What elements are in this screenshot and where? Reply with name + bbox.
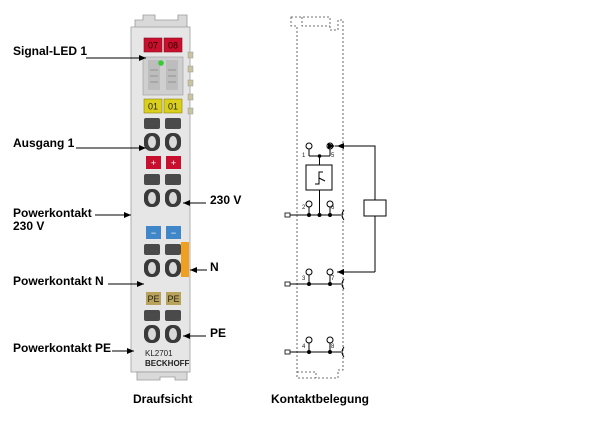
- label-powerkontakt-230-line2: 230 V: [13, 219, 45, 233]
- brand-label: BECKHOFF: [145, 359, 190, 368]
- clamp-pair-2: [144, 174, 181, 207]
- orange-tab: [181, 242, 189, 277]
- led-07: [143, 37, 163, 53]
- contact-1: [305, 142, 313, 150]
- caption-kontaktbelegung: Kontaktbelegung: [271, 392, 369, 406]
- minus-row: − −: [146, 226, 181, 239]
- clamp-pair-4: [144, 310, 181, 343]
- contact-5-number: 5: [331, 153, 335, 159]
- pe-left-label: PE: [147, 294, 159, 304]
- led-01-left-label: 01: [148, 102, 158, 112]
- label-powerkontakt-pe: Powerkontakt PE: [13, 341, 112, 355]
- led-08-label: 08: [168, 41, 178, 51]
- contact-8-number: 8: [331, 344, 335, 350]
- minus-left-label: −: [151, 228, 156, 238]
- label-powerkontakt-n: Powerkontakt N: [13, 274, 104, 288]
- led-08: [163, 37, 183, 53]
- plus-left-label: +: [151, 158, 156, 168]
- contact-3-number: 3: [302, 276, 306, 282]
- label-ausgang: Ausgang 1: [13, 136, 75, 150]
- clamp-pair-3: [144, 244, 181, 277]
- caption-draufsicht: Draufsicht: [133, 392, 193, 406]
- contact-1-number: 1: [302, 153, 306, 159]
- plus-row: + +: [146, 156, 181, 169]
- pe-right-label: PE: [167, 294, 179, 304]
- label-n: N: [210, 260, 219, 274]
- contact-4-number: 4: [302, 344, 306, 350]
- load-box: [363, 199, 387, 217]
- signal-led-row: 07 08: [143, 37, 183, 53]
- plus-right-label: +: [171, 158, 176, 168]
- terminal-outline: [290, 16, 344, 379]
- led-window: [142, 56, 184, 96]
- clamp-pair-1: [144, 118, 181, 151]
- contact-5: [326, 142, 334, 150]
- label-signal-led: Signal-LED 1: [13, 44, 88, 58]
- contact-6-number: 6: [331, 205, 335, 211]
- output-led-row: 01 01: [143, 98, 183, 114]
- model-label: KL2701: [145, 349, 173, 358]
- green-run-led: [158, 60, 164, 66]
- pe-row: PE PE: [146, 292, 181, 305]
- callout-arrows: [76, 55, 207, 354]
- led-07-label: 07: [148, 41, 158, 51]
- label-powerkontakt-230-line1: Powerkontakt: [13, 206, 92, 220]
- label-pe: PE: [210, 326, 227, 340]
- label-230v: 230 V: [210, 193, 242, 207]
- contact-7-number: 7: [331, 276, 335, 282]
- contact-schematic: 1 5 2 6 3 7: [284, 16, 387, 379]
- led-01-right-label: 01: [168, 102, 178, 112]
- contact-2-number: 2: [302, 205, 306, 211]
- minus-right-label: −: [171, 228, 176, 238]
